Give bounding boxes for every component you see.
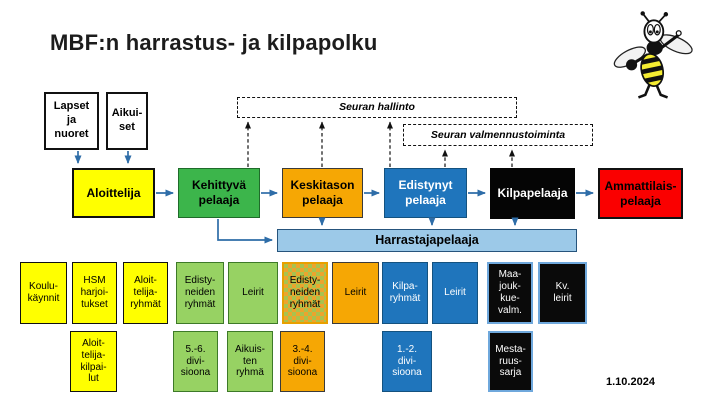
activity-aloittelijaryhmat: Aloit- telija- ryhmät xyxy=(123,262,168,324)
stage-kehittyva-pelaaja: Kehittyvä pelaaja xyxy=(178,168,260,218)
bee-mascot-icon xyxy=(613,11,693,99)
activity-leirit-blue: Leirit xyxy=(432,262,478,324)
slide-date: 1.10.2024 xyxy=(606,376,655,388)
entry-lapset-ja-nuoret: Lapset ja nuoret xyxy=(44,92,99,150)
harrastajapelaaja-bar: Harrastajapelaaja xyxy=(277,229,577,252)
activity-leirit-green: Leirit xyxy=(228,262,278,324)
activity-koulukaynnit: Koulu- käynnit xyxy=(20,262,67,324)
activity-aloittelijakilpailut: Aloit- telija- kilpai- lut xyxy=(70,331,117,392)
activity-kilparyhmat: Kilpa- ryhmät xyxy=(382,262,428,324)
stage-kilpapelaaja: Kilpapelaaja xyxy=(490,168,575,219)
governance-seuran-valmennustoiminta: Seuran valmennustoiminta xyxy=(403,124,593,146)
activity-hsm-harjoitukset: HSM harjoi- tukset xyxy=(72,262,117,324)
stage-keskitason-pelaaja: Keskitason pelaaja xyxy=(282,168,363,218)
stage-aloittelija: Aloittelija xyxy=(72,168,155,218)
activity-mestaruussarja: Mesta- ruus- sarja xyxy=(488,331,533,392)
entry-aikuiset: Aikui- set xyxy=(106,92,148,150)
governance-seuran-hallinto: Seuran hallinto xyxy=(237,97,517,118)
activity-leirit-orange: Leirit xyxy=(332,262,379,324)
activity-edistyneiden-ryhmat-checkered: Edisty- neiden ryhmät xyxy=(282,262,328,324)
activity-1-2-divisioona: 1.-2. divi- sioona xyxy=(382,331,432,392)
activity-kv-leirit: Kv. leirit xyxy=(538,262,587,324)
activity-aikuisten-ryhma: Aikuis- ten ryhmä xyxy=(227,331,273,392)
activity-maajoukkuevalmennus: Maa- jouk- kue- valm. xyxy=(487,262,533,324)
page-title: MBF:n harrastus- ja kilpapolku xyxy=(50,30,378,55)
activity-edistyneiden-ryhmat-green: Edisty- neiden ryhmät xyxy=(176,262,224,324)
stage-ammattilaispelaaja: Ammattilais- pelaaja xyxy=(598,168,683,219)
stage-edistynyt-pelaaja: Edistynyt pelaaja xyxy=(384,168,467,218)
activity-5-6-divisioona: 5.-6. divi- sioona xyxy=(173,331,218,392)
activity-3-4-divisioona: 3.-4. divi- sioona xyxy=(280,331,325,392)
